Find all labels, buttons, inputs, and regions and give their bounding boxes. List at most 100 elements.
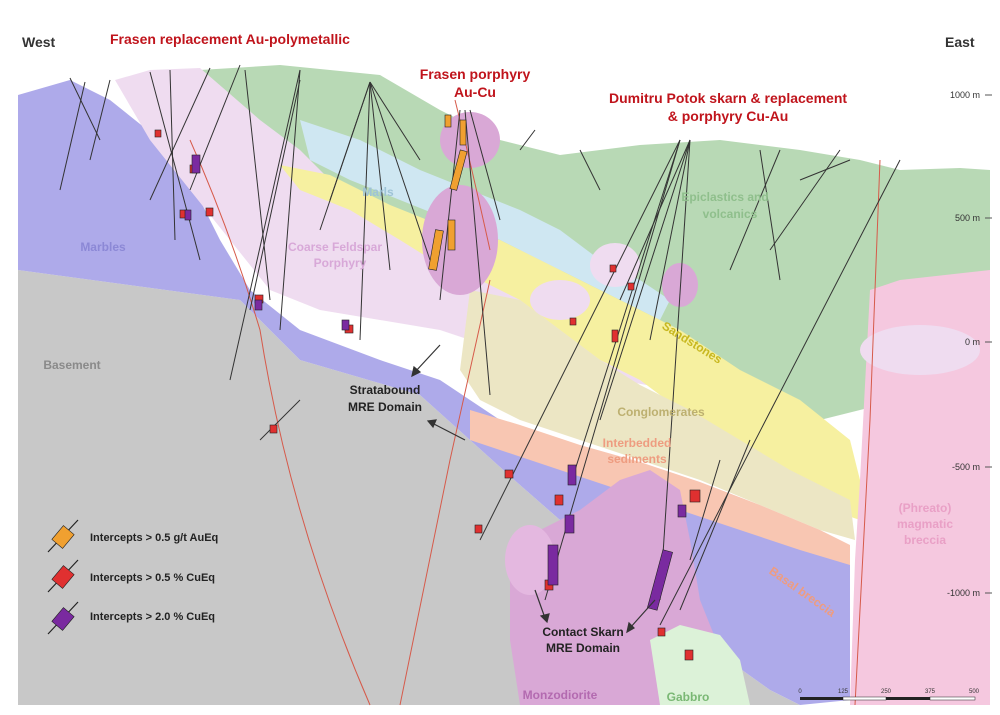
drillhole	[279, 69, 301, 331]
intercept-cu	[504, 469, 514, 479]
label-interbedded-line1: Interbedded	[603, 436, 672, 450]
drillhole	[574, 139, 681, 471]
elevation-axis: 1000 m 500 m 0 m -500 m -1000 m	[947, 90, 992, 598]
scale-bar: 0 125 250 375 500	[798, 689, 980, 701]
scale-bar-label: 125	[838, 689, 849, 695]
label-conglomerates: Conglomerates	[617, 405, 705, 419]
fault-1	[189, 139, 371, 706]
intercept-au	[444, 114, 452, 128]
intercept-cu2	[564, 514, 575, 534]
title-dumitru-line1: Dumitru Potok skarn & replacement	[609, 90, 847, 106]
label-interbedded-line2: sediments	[607, 452, 667, 466]
drillhole	[649, 139, 691, 341]
label-phreato-line1: (Phreato)	[899, 501, 952, 515]
legend-cu2-label: Intercepts > 2.0 % CuEq	[90, 611, 215, 623]
drillhole	[729, 149, 781, 271]
label-porphyry: Porphyry	[314, 256, 367, 270]
drillhole	[244, 69, 271, 301]
intercept-cu	[569, 317, 577, 326]
west-label: West	[22, 34, 56, 50]
scale-bar-seg	[929, 696, 976, 701]
drillhole	[759, 149, 781, 281]
domain-arrows	[411, 344, 656, 634]
label-stratabound-line2: MRE Domain	[348, 400, 422, 414]
scale-bar-label: 0	[798, 689, 802, 695]
label-contact-skarn-line2: MRE Domain	[546, 641, 620, 655]
intercept-cu	[627, 282, 635, 291]
intercept-cu	[554, 494, 564, 506]
fault-4	[454, 99, 491, 251]
drillhole	[769, 149, 841, 251]
geology-units	[18, 65, 990, 705]
legend-item-au: Intercepts > 0.5 g/t AuEq	[47, 519, 218, 553]
unit-lens-2	[662, 263, 698, 307]
label-epiclastics-line2: volcanics	[703, 207, 758, 221]
drillhole	[469, 109, 501, 221]
unit-phreato-breccia	[850, 270, 990, 705]
elevation-label: -1000 m	[947, 588, 980, 598]
intercept-cu2	[191, 154, 201, 174]
drillhole	[89, 79, 111, 161]
legend-item-cu2: Intercepts > 2.0 % CuEq	[47, 601, 215, 635]
fault-2	[399, 279, 491, 706]
intercept-cu2	[254, 299, 263, 311]
drillhole	[619, 139, 691, 301]
arrow-head	[426, 419, 437, 429]
drillhole	[659, 139, 691, 601]
title-frasen-porphyry-line1: Frasen porphyry	[420, 66, 531, 82]
intercept-cu2	[184, 209, 192, 221]
drillhole	[229, 69, 301, 381]
unit-lens-4	[530, 280, 590, 320]
elevation-label: 0 m	[965, 337, 980, 347]
drillhole	[249, 79, 301, 311]
intercept-cu	[689, 489, 701, 503]
label-marbles: Marbles	[80, 240, 126, 254]
title-dumitru-line2: & porphyry Cu-Au	[668, 108, 789, 124]
scale-bar-label: 250	[881, 689, 892, 695]
label-coarse-feldspar: Coarse Feldspar	[288, 240, 382, 254]
arrow-stratabound-1	[414, 344, 441, 373]
label-stratabound-line1: Stratabound	[350, 383, 421, 397]
arrow-head	[411, 365, 422, 378]
intercept-cu	[269, 424, 278, 434]
label-marls: Marls	[362, 185, 394, 199]
title-frasen-replacement: Frasen replacement Au-polymetallic	[110, 31, 350, 47]
drillhole	[689, 459, 721, 561]
elevation-label: 1000 m	[950, 90, 980, 100]
drillhole	[369, 81, 431, 261]
drillhole	[169, 69, 176, 241]
drillhole	[439, 109, 461, 301]
arrow-contact-1	[534, 589, 546, 619]
legend-cu-label: Intercepts > 0.5 % CuEq	[90, 572, 215, 584]
unit-lens-5	[505, 525, 555, 595]
legend-cu-swatch	[51, 565, 75, 589]
drillhole	[369, 81, 421, 161]
scale-bar-seg	[886, 697, 930, 700]
label-contact-skarn-line1: Contact Skarn	[542, 625, 623, 639]
intercept-cu	[474, 524, 483, 534]
label-monzodiorite: Monzodiorite	[523, 688, 598, 702]
east-label: East	[945, 34, 975, 50]
legend-au-swatch	[51, 525, 75, 549]
drillhole	[59, 81, 86, 191]
scale-bar-seg	[800, 697, 843, 700]
drillhole	[69, 77, 101, 141]
label-gabbro: Gabbro	[667, 690, 710, 704]
intercept-au	[459, 119, 467, 146]
unit-lens-3	[860, 325, 980, 375]
elevation-label: 500 m	[955, 213, 980, 223]
label-basement: Basement	[43, 358, 100, 372]
drillhole	[359, 81, 371, 341]
drillhole	[579, 149, 601, 191]
intercepts	[154, 114, 701, 661]
intercept-cu2	[647, 549, 673, 611]
intercept-au	[447, 219, 456, 251]
title-frasen-porphyry-line2: Au-Cu	[454, 84, 496, 100]
intercept-au	[449, 149, 468, 191]
intercept-cu	[609, 264, 617, 273]
arrow-contact-2	[629, 599, 656, 629]
intercept-cu2	[547, 544, 559, 586]
elevation-label: -500 m	[952, 462, 980, 472]
label-phreato-line2: magmatic	[897, 517, 953, 531]
